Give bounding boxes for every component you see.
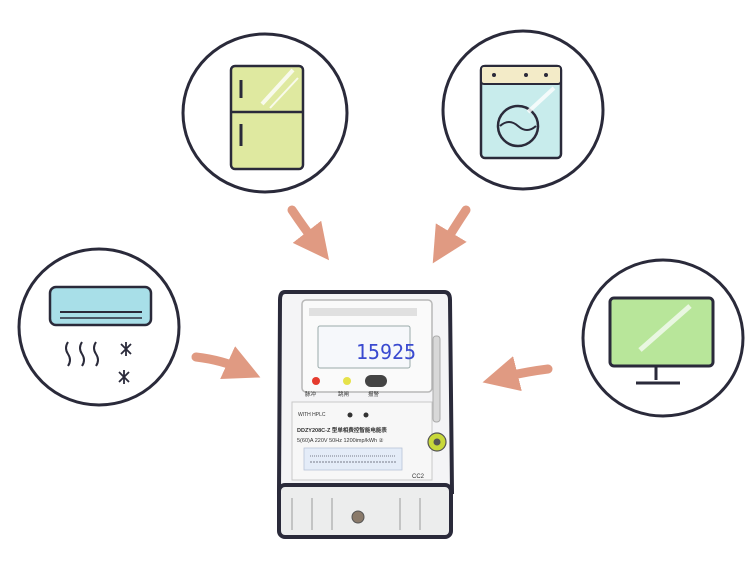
arrow-from-television xyxy=(482,356,553,392)
arrows xyxy=(191,205,553,392)
air-conditioner-icon xyxy=(48,285,153,384)
meter-reading: 15925 xyxy=(356,340,416,364)
comm-label: WITH HPLC xyxy=(298,412,326,418)
refrigerator-icon xyxy=(229,64,305,171)
button-label-trip: 跳闸 xyxy=(338,390,349,398)
washing-machine-node xyxy=(441,29,605,191)
electricity-meter: 15925 脉冲 跳闸 报警 WITH HPLC DDZY208C-Z 型单相费… xyxy=(276,290,455,539)
arrow-from-refrigerator xyxy=(287,205,330,261)
barcode-label xyxy=(303,447,403,471)
alarm-button[interactable] xyxy=(365,375,387,387)
arrow-from-washing-machine xyxy=(432,205,471,264)
arrow-from-air-conditioner xyxy=(191,346,261,379)
spec-line: 5(60)A 220V 50Hz 1200imp/kWh ② xyxy=(297,437,384,444)
bottom-code: CC2 xyxy=(412,474,425,480)
air-conditioner-node xyxy=(17,247,181,407)
washing-machine-icon xyxy=(479,64,563,160)
model-line: DDZY208C-Z 型单相费控智能电能表 xyxy=(297,426,387,434)
television-icon xyxy=(608,296,715,385)
trip-indicator xyxy=(343,377,351,385)
button-label-alarm: 报警 xyxy=(368,390,380,398)
pulse-indicator xyxy=(312,377,320,385)
lcd-display xyxy=(317,325,411,369)
refrigerator-node xyxy=(181,32,349,194)
television-node xyxy=(581,258,745,418)
button-label-pulse: 脉冲 xyxy=(305,390,317,398)
